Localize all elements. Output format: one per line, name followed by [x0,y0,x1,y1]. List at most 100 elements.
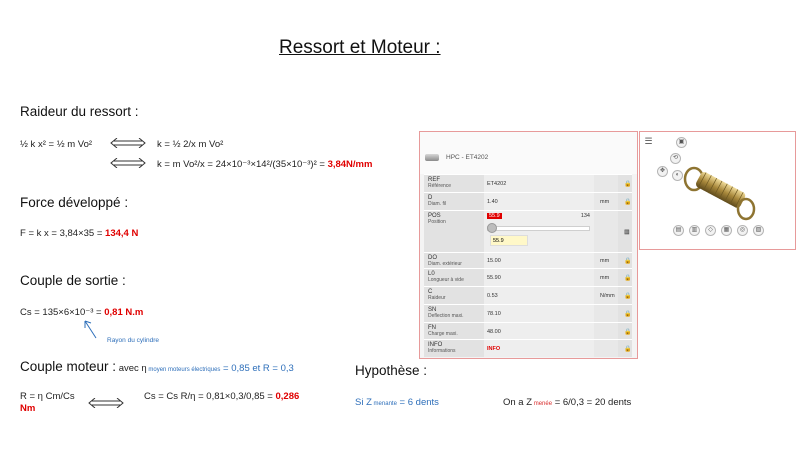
param-value[interactable]: INFO [484,340,594,357]
param-value[interactable]: 48.00 [484,323,594,340]
lock-icon[interactable]: 🔒 [624,293,632,300]
param-code: L0 [428,271,435,277]
couple-moteur-heading: Couple moteur : [20,359,117,374]
raideur-result: 3,84N/mm [327,159,373,170]
param-description: Diam. extérieur [428,261,462,267]
couple-sortie-heading: Couple de sortie : [20,273,126,288]
couple-sortie-result: 0,81 N.m [104,307,144,318]
force-eq-text: F = k x = 3,84×35 = [20,228,106,239]
raideur-heading: Raideur du ressort : [20,104,139,119]
couple-moteur-eq-right-text: Cs = Cs R/η = 0,81×0,3/0,85 = [144,391,276,402]
param-description: Référence [428,183,452,189]
force-result: 134,4 N [105,228,139,239]
param-unit [594,175,618,193]
hypothese-right-b: = 6/0,3 = 20 dents [552,397,632,408]
param-unit [594,323,618,340]
view-right-icon[interactable]: ▦ [721,225,732,236]
param-description: Longueur à vide [428,277,464,283]
param-value-text: ET4202 [487,181,507,187]
hypothese-right-sub: menée [532,401,553,407]
position-slider-track[interactable] [487,226,590,231]
hypothese-right-a: On a Z [503,397,533,408]
param-code: INFO [428,342,443,348]
view-iso-icon[interactable]: ▧ [753,225,764,236]
param-value-text: 1.40 [487,199,498,205]
lock-icon[interactable]: 🔒 [624,181,632,188]
position-max: 134 [580,213,590,219]
couple-moteur-eta-sub: moyen moteurs électriques [146,367,221,373]
menu-icon[interactable]: ☰ [644,136,653,146]
calculator-icon[interactable]: ▦ [624,229,630,236]
page-title: Ressort et Moteur : [279,37,441,58]
param-value[interactable]: 1.40 [484,193,594,211]
position-input[interactable] [490,235,528,246]
view-cube-icon[interactable]: ▣ [676,137,687,148]
couple-sortie-eq-text: Cs = 135×6×10⁻³ = [20,307,105,318]
position-badge: 55.9 [487,213,502,219]
lock-icon[interactable]: 🔒 [624,329,632,335]
couple-moteur-eq-right: Cs = Cs R/η = 0,81×0,3/0,85 = 0,286 [144,391,299,402]
param-unit: mm [594,193,618,211]
pan-icon[interactable]: ◐ [672,170,683,181]
param-description: Position [428,219,446,225]
orbit-icon[interactable]: ✥ [657,166,668,177]
param-unit [594,305,618,323]
view-left-icon[interactable]: ▥ [689,225,700,236]
param-value[interactable]: 15.00 [484,253,594,269]
position-slider-handle[interactable] [487,223,497,233]
param-value[interactable]: ET4202 [484,175,594,193]
param-unit: mm [594,269,618,287]
raideur-eq1-right: k = ½ 2/x m Vo² [157,139,224,150]
lock-icon[interactable]: 🔒 [624,346,632,352]
hypothese-left-sub: menante [371,401,397,407]
couple-moteur-result-a: 0,286 [275,391,300,402]
param-value-text: 48.00 [487,328,501,335]
force-eq: F = k x = 3,84×35 = 134,4 N [20,228,138,239]
lock-icon[interactable]: 🔒 [624,199,632,206]
view-back-icon[interactable]: ◎ [737,225,748,236]
param-code: FN [428,325,436,331]
view-top-icon[interactable]: ◇ [705,225,716,236]
spring-3d-viewer[interactable]: ☰ ▣ ⟲ ✥ ◐ ▤ ▥ ◇ ▦ ◎ ▧ [639,131,796,250]
param-description: Charge maxi. [428,331,458,337]
lock-icon[interactable]: 🔒 [624,311,632,318]
raideur-eq2-text: k = m Vo²/x = 24×10⁻³×14²/(35×10⁻³)² = [157,159,328,170]
param-unit-text: mm [600,258,610,264]
view-front-icon[interactable]: ▤ [673,225,684,236]
hypothese-left-a: Si Z [355,397,372,408]
panel-header: HPC - ET4202 [420,132,637,174]
param-value-text: INFO [487,345,501,352]
param-description: Diam. fil [428,201,447,207]
hypothese-right: On a Z menée = 6/0,3 = 20 dents [503,397,631,408]
param-value[interactable]: 0.53 [484,287,594,305]
equivalence-arrow-icon [88,398,124,408]
param-unit [594,211,618,253]
lock-icon[interactable]: 🔒 [624,258,632,265]
param-value[interactable]: 55.90 [484,269,594,287]
hypothese-heading: Hypothèse : [355,363,428,378]
hypothese-left: Si Z menante = 6 dents [355,397,439,408]
param-unit: N/mm [594,287,618,305]
param-unit-text: mm [600,199,610,205]
raideur-eq1-left: ½ k x² = ½ m Vo² [20,139,93,150]
lock-icon[interactable]: 🔒 [624,275,632,282]
couple-moteur-avec: avec η [116,363,147,374]
param-value[interactable]: 78.10 [484,305,594,323]
equivalence-arrow-icon [110,158,146,168]
rotate-icon[interactable]: ⟲ [670,153,681,164]
raideur-eq2: k = m Vo²/x = 24×10⁻³×14²/(35×10⁻³)² = 3… [157,159,372,170]
